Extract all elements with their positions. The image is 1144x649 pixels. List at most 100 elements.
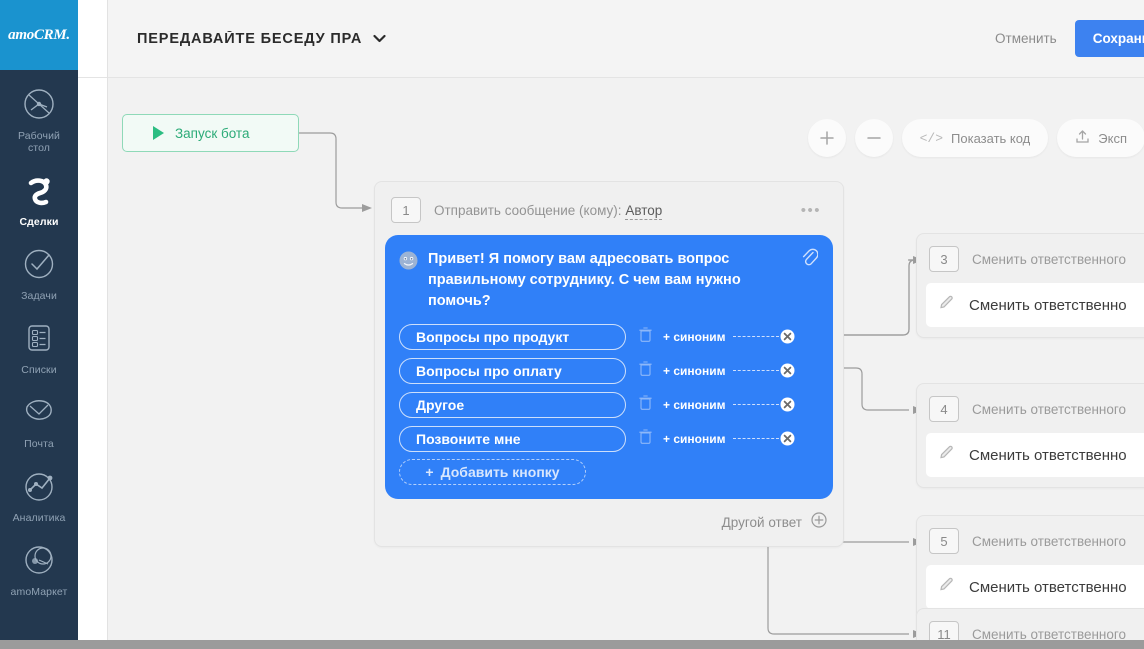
node-header: 1 Отправить сообщение (кому): Автор ••• <box>385 192 833 235</box>
step-number: 3 <box>929 246 959 272</box>
node-body[interactable]: Сменить ответственно <box>926 565 1144 609</box>
add-synonym-link[interactable]: + синоним <box>663 329 726 344</box>
node-title: Отправить сообщение (кому): Автор <box>434 202 663 220</box>
node-title-text: Отправить сообщение (кому): <box>434 202 622 218</box>
output-connector[interactable] <box>780 363 795 378</box>
bottom-status-bar <box>0 640 1144 649</box>
recipient-value[interactable]: Автор <box>625 202 663 220</box>
tasks-icon <box>18 243 60 285</box>
edge-dash <box>733 404 780 405</box>
sidebar-item-label: Списки <box>21 364 57 376</box>
start-bot-node[interactable]: Запуск бота <box>122 114 299 152</box>
edge-dash <box>733 370 780 371</box>
other-answer-label[interactable]: Другой ответ <box>721 515 802 530</box>
output-connector[interactable] <box>780 397 795 412</box>
message-bubble: Привет! Я помогу вам адресовать вопрос п… <box>385 235 833 499</box>
page-title: ПЕРЕДАВАЙТЕ БЕСЕДУ ПРА <box>137 30 363 47</box>
canvas-toolbar: </> Показать код Эксп <box>807 119 1144 157</box>
quick-reply-row: Другое + синоним <box>399 391 818 418</box>
node-title: Сменить ответственного <box>972 251 1127 267</box>
node-footer: Другой ответ <box>385 499 833 538</box>
cancel-button[interactable]: Отменить <box>995 31 1057 46</box>
show-code-label: Показать код <box>951 130 1031 146</box>
delete-icon[interactable] <box>639 326 652 347</box>
change-responsible-node: 11 Сменить ответственного Сменить ответс… <box>916 608 1144 641</box>
bot-avatar-icon <box>399 251 418 275</box>
show-code-button[interactable]: </> Показать код <box>901 119 1049 157</box>
upload-icon <box>1075 129 1090 147</box>
chevron-down-icon <box>373 30 386 48</box>
change-responsible-node: 5 Сменить ответственного Сменить ответст… <box>916 515 1144 620</box>
quick-reply-button[interactable]: Вопросы про оплату <box>399 357 626 384</box>
quick-reply-buttons: Вопросы про продукт + синоним <box>399 323 818 485</box>
node-body-text: Сменить ответственно <box>969 296 1127 314</box>
add-synonym-link[interactable]: + синоним <box>663 397 726 412</box>
sidebar-item-label: Аналитика <box>12 512 66 524</box>
node-title: Сменить ответственного <box>972 533 1127 549</box>
node-header: 11 Сменить ответственного <box>926 618 1144 641</box>
bot-name-dropdown[interactable]: ПЕРЕДАВАЙТЕ БЕСЕДУ ПРА <box>137 30 386 48</box>
zoom-out-button[interactable] <box>854 119 893 157</box>
zoom-in-button[interactable] <box>807 119 846 157</box>
add-synonym-link[interactable]: + синоним <box>663 363 726 378</box>
logo-text: amoCRM. <box>8 26 70 43</box>
sidebar-item-label: Почта <box>24 438 54 450</box>
sidebar-item-analytics[interactable]: Аналитика <box>0 452 78 526</box>
export-button[interactable]: Эксп <box>1057 119 1144 157</box>
export-label: Эксп <box>1098 130 1127 146</box>
add-quick-reply-button[interactable]: + Добавить кнопку <box>399 459 586 485</box>
plus-icon: + <box>425 464 434 480</box>
quick-reply-row: Вопросы про продукт + синоним <box>399 323 818 350</box>
message-text[interactable]: Привет! Я помогу вам адресовать вопрос п… <box>428 251 741 309</box>
header-actions: Отменить Сохранить <box>995 20 1144 57</box>
delete-icon[interactable] <box>639 428 652 449</box>
node-title: Сменить ответственного <box>972 401 1127 417</box>
sidebar-item-amomarket[interactable]: amoМаркет <box>0 526 78 600</box>
step-number: 1 <box>391 197 421 223</box>
edge-dash <box>733 438 780 439</box>
market-icon <box>18 539 60 581</box>
amocrm-logo[interactable]: amoCRM. <box>0 0 78 70</box>
mail-icon <box>18 391 60 433</box>
output-connector[interactable] <box>780 329 795 344</box>
node-header: 3 Сменить ответственного <box>926 243 1144 283</box>
add-button-label: Добавить кнопку <box>440 464 560 480</box>
sidebar-gap <box>78 0 107 649</box>
dashboard-icon <box>18 83 60 125</box>
quick-reply-button[interactable]: Позвоните мне <box>399 425 626 452</box>
node-body-text: Сменить ответственно <box>969 446 1127 464</box>
node-menu-icon[interactable]: ••• <box>800 201 821 219</box>
sidebar-item-deals[interactable]: Сделки <box>0 156 78 230</box>
step-number: 11 <box>929 621 959 641</box>
start-bot-label: Запуск бота <box>175 125 250 141</box>
pencil-icon <box>938 576 955 598</box>
quick-reply-button[interactable]: Другое <box>399 391 626 418</box>
node-title: Сменить ответственного <box>972 626 1127 642</box>
quick-reply-button[interactable]: Вопросы про продукт <box>399 323 626 350</box>
add-circle-icon[interactable] <box>811 512 827 533</box>
play-icon <box>153 126 164 140</box>
attachment-icon[interactable] <box>801 248 819 272</box>
node-header: 5 Сменить ответственного <box>926 525 1144 565</box>
step-number: 4 <box>929 396 959 422</box>
delete-icon[interactable] <box>639 394 652 415</box>
sidebar-item-lists[interactable]: Списки <box>0 304 78 378</box>
delete-icon[interactable] <box>639 360 652 381</box>
lists-icon <box>18 317 60 359</box>
sidebar-item-label: amoМаркет <box>10 586 68 598</box>
node-body[interactable]: Сменить ответственно <box>926 283 1144 327</box>
node-body[interactable]: Сменить ответственно <box>926 433 1144 477</box>
add-synonym-link[interactable]: + синоним <box>663 431 726 446</box>
analytics-icon <box>18 465 60 507</box>
save-button[interactable]: Сохранить <box>1074 20 1144 57</box>
sidebar-item-tasks[interactable]: Задачи <box>0 230 78 304</box>
output-connector[interactable] <box>780 431 795 446</box>
quick-reply-row: Позвоните мне + синоним <box>399 425 818 452</box>
sidebar-item-mail[interactable]: Почта <box>0 378 78 452</box>
flow-canvas[interactable]: </> Показать код Эксп Запуск бота <box>108 78 1144 641</box>
change-responsible-node: 3 Сменить ответственного Сменить ответст… <box>916 233 1144 338</box>
edge-dash <box>733 336 780 337</box>
